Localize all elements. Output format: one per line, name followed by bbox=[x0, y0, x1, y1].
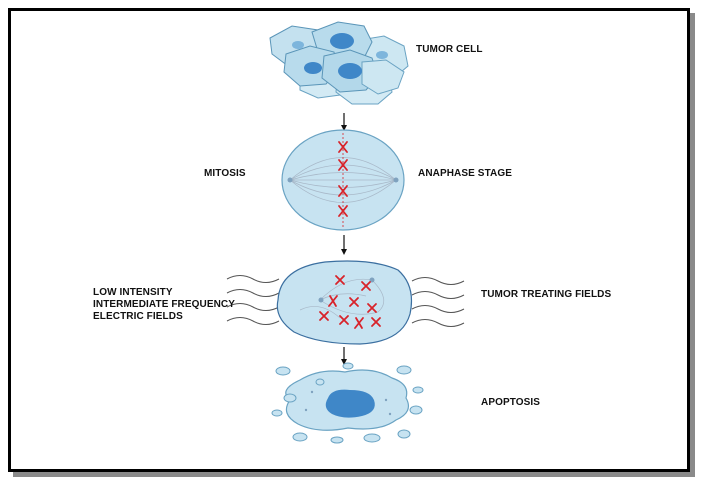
apoptotic-bodies bbox=[271, 362, 424, 444]
tumor-cell-cluster-icon bbox=[269, 21, 409, 105]
label-anaphase-stage: ANAPHASE STAGE bbox=[418, 168, 513, 179]
mitosis-cell-icon bbox=[281, 129, 405, 231]
nucleus bbox=[376, 51, 388, 59]
label-apoptosis: APOPTOSIS bbox=[481, 397, 541, 408]
nucleus bbox=[304, 62, 322, 74]
field-line-3: ELECTRIC FIELDS bbox=[93, 311, 183, 322]
chromosome-icon bbox=[338, 141, 348, 217]
label-tumor-cell: TUMOR CELL bbox=[416, 44, 483, 55]
nucleus bbox=[338, 63, 362, 79]
chromosome-icon bbox=[319, 275, 381, 329]
field-wave-icon bbox=[411, 277, 465, 327]
field-wave-icon bbox=[226, 275, 280, 325]
field-line-2: INTERMEDIATE FREQUENCY bbox=[93, 299, 236, 310]
field-line-1: LOW INTENSITY bbox=[93, 287, 173, 298]
apoptotic-cell-icon bbox=[271, 362, 424, 444]
label-tumor-treating-fields: TUMOR TREATING FIELDS bbox=[481, 289, 612, 300]
tumor-cell bbox=[361, 59, 405, 95]
nucleus bbox=[330, 33, 354, 49]
label-field-description: LOW INTENSITY INTERMEDIATE FREQUENCY ELE… bbox=[93, 287, 235, 323]
disrupted-cell-icon bbox=[276, 260, 413, 345]
nucleus bbox=[325, 389, 375, 418]
nucleus bbox=[292, 41, 304, 49]
label-mitosis: MITOSIS bbox=[204, 168, 246, 179]
